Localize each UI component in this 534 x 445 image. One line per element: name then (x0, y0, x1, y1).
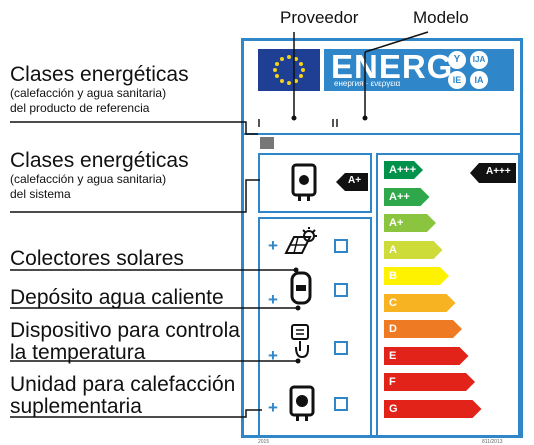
energy-class-label: C (389, 296, 397, 309)
product-class-label: A+ (348, 175, 362, 186)
supplementary-heater-icon (289, 385, 315, 421)
callout-solar-collectors: Colectores solares (10, 247, 184, 270)
callout-title: suplementaria (10, 395, 142, 418)
energy-class-label: A+++ (389, 164, 417, 176)
callout-title: Unidad para calefacción (10, 373, 236, 396)
energy-class-label: A++ (389, 190, 410, 203)
leader-dot (362, 115, 368, 121)
energy-class-label: D (389, 323, 397, 335)
controller-checkbox[interactable] (334, 341, 348, 355)
callout-title: Clases energéticas (10, 63, 189, 86)
model-leader-line (364, 31, 429, 53)
leader-dot (293, 267, 299, 273)
plus-symbol: + (268, 236, 278, 255)
energy-class-label: G (389, 402, 398, 415)
heater-checkbox[interactable] (334, 397, 348, 411)
energy-class-bar: E (384, 346, 470, 365)
header-divider (244, 133, 520, 135)
energy-class-label: B (389, 270, 397, 282)
language-badge: Y (448, 51, 466, 69)
plus-symbol: + (268, 290, 278, 309)
callout-supplementary-heater: Unidad para calefacción suplementaria (10, 374, 235, 418)
heater-leader-line (10, 409, 262, 418)
leader-dot (291, 115, 297, 121)
energy-class-bar: F (384, 373, 476, 391)
system-class-label: A+++ (486, 166, 511, 177)
energy-class-bar: G (384, 399, 483, 418)
plus-symbol: + (268, 398, 278, 417)
components-box: + + + + (258, 217, 372, 437)
supplier-label: Proveedor (280, 8, 359, 27)
energy-class-bar: C (384, 293, 457, 312)
plus-symbol: + (268, 346, 278, 365)
leader-dot (295, 358, 301, 364)
callout-system: Clases energéticas (calefacción y agua s… (10, 150, 189, 202)
energy-banner: ENERG енергия · ενεργεια Y IJA IE IA (324, 49, 514, 91)
callout-subtitle: del sistema (10, 187, 71, 201)
energy-class-label: F (389, 376, 396, 388)
reference-product-icon (260, 137, 274, 149)
energy-scale-box: A+++ A++ A+ A B C D E F G A+++ (376, 153, 520, 437)
language-badge: IE (448, 71, 466, 89)
energy-class-bar: B (384, 267, 450, 285)
energy-class-bar: A+++ (384, 161, 424, 179)
callout-title: Clases energéticas (10, 149, 189, 172)
energy-class-bar: A++ (384, 187, 431, 206)
boiler-icon (291, 163, 317, 201)
callout-hot-water-tank: Depósito agua caliente (10, 286, 224, 309)
eu-stars-icon (273, 55, 305, 85)
product-class-arrow (336, 173, 368, 191)
leader-dot (295, 305, 301, 311)
language-badge: IA (470, 71, 488, 89)
callout-subtitle: (calefacción y agua sanitaria) (10, 86, 167, 100)
energy-word: ENERG (331, 48, 454, 85)
language-badge: IJA (470, 51, 488, 69)
model-label: Modelo (413, 8, 469, 27)
model-field-mark (336, 119, 338, 127)
callout-subtitle: del producto de referencia (10, 101, 150, 115)
water-tank-icon (290, 271, 312, 305)
energy-subtitle: енергия · ενεργεια (334, 79, 401, 88)
eu-flag (258, 49, 320, 91)
callout-title: Dispositivo para controlar (10, 319, 247, 342)
footer-left: 2015 (258, 439, 270, 445)
energy-class-label: E (389, 349, 397, 362)
supplier-field-mark (258, 119, 260, 127)
callout-subtitle: (calefacción y agua sanitaria) (10, 172, 167, 186)
system-leader-line (10, 179, 260, 213)
system-class-arrow (470, 163, 516, 183)
reference-leader-line (10, 121, 258, 135)
energy-class-bar: D (384, 320, 463, 338)
product-box: A+ (258, 153, 372, 213)
tank-checkbox[interactable] (334, 283, 348, 297)
model-field-mark (332, 119, 334, 127)
energy-class-bar: A (384, 240, 444, 259)
energy-label: ENERG енергия · ενεργεια Y IJA IE IA A + … (241, 38, 523, 445)
temperature-controller-icon (291, 324, 309, 359)
energy-class-bar: A+ (384, 214, 437, 232)
energy-class-label: A (389, 243, 397, 256)
energy-class-label: A+ (389, 217, 404, 229)
callout-title: la temperatura (10, 341, 146, 364)
footer-right: 811/2013 (482, 439, 503, 445)
callout-reference-product: Clases energéticas (calefacción y agua s… (10, 64, 189, 116)
callout-temperature-control: Dispositivo para controlar la temperatur… (10, 320, 247, 364)
solar-checkbox[interactable] (334, 239, 348, 253)
solar-collector-icon (284, 227, 317, 254)
